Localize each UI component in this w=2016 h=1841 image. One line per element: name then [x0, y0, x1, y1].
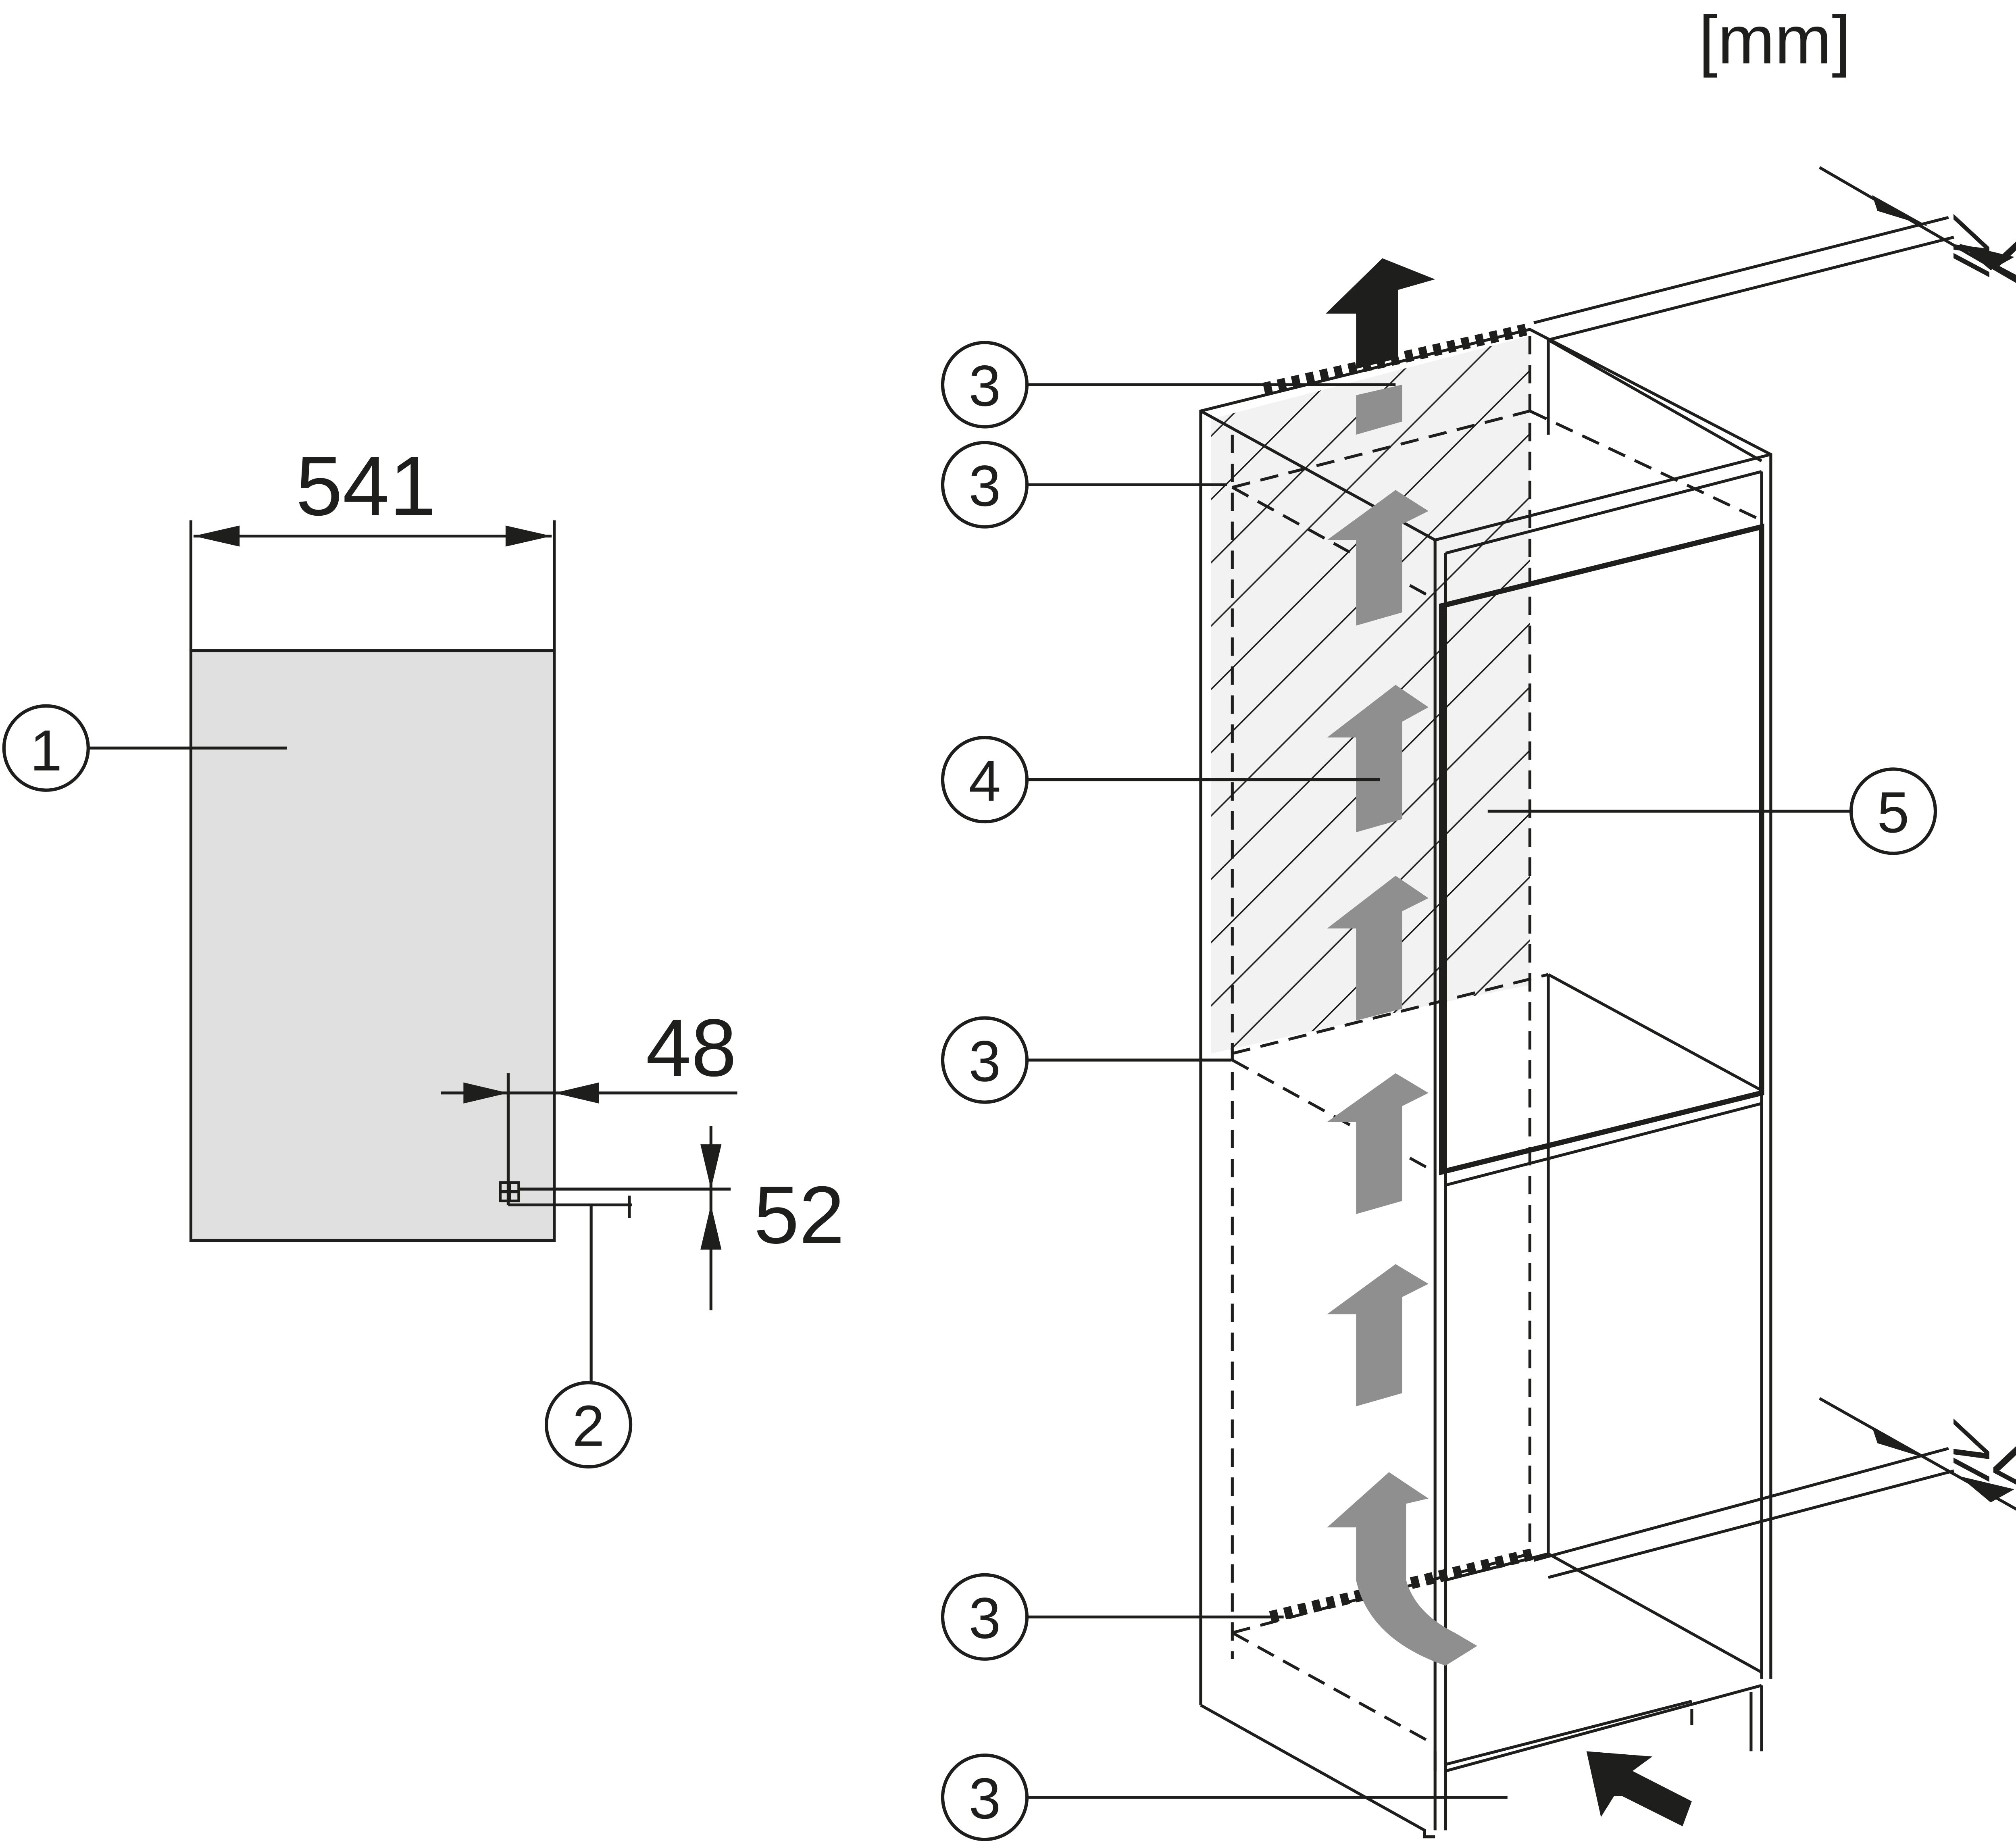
callout-3-top-outer: 3 — [941, 341, 1396, 429]
callout-4-label: 4 — [968, 749, 1001, 813]
callout-3-bottom-outer: 3 — [941, 1754, 1508, 1841]
arrow-up-icon — [1327, 1264, 1429, 1406]
callout-4: 4 — [941, 736, 1380, 824]
arrow-up-icon — [1356, 385, 1402, 435]
callout-3-bottom-inner: 3 — [941, 1573, 1284, 1661]
air-inlet-arrow-icon — [1586, 1751, 1692, 1826]
appliance-outline — [1439, 523, 1764, 1176]
callout-3-top-inner: 3 — [941, 441, 1227, 529]
callout-2 — [545, 1381, 633, 1469]
arrow-up-icon — [1327, 1073, 1429, 1214]
callout-2-label: 2 — [573, 1394, 605, 1458]
ventilation-zone — [1211, 336, 1530, 1004]
callout-3-label: 3 — [968, 1766, 1001, 1831]
furniture-panel — [189, 649, 556, 1242]
callout-5-label: 5 — [1877, 780, 1910, 845]
callout-3-label: 3 — [968, 1029, 1001, 1093]
callout-3-middle: 3 — [941, 1016, 1231, 1104]
bottom-offset-dimension: 52 — [754, 1169, 844, 1260]
arrow-up-icon — [1327, 875, 1429, 1021]
arrow-curved-up-icon — [1327, 1472, 1477, 1666]
airflow-arrows — [1327, 385, 1477, 1666]
callout-3-label: 3 — [968, 354, 1001, 418]
appliance-front-view: 541 1 48 52 2 — [2, 439, 845, 1469]
width-dimension: 541 — [296, 439, 436, 533]
bottom-clearance-label: ≥40 — [1951, 1395, 2016, 1543]
width-dimension-line — [194, 525, 552, 547]
callout-5: 5 — [1487, 767, 1937, 855]
unit-label: [mm] — [1699, 1, 1851, 78]
arrow-up-icon — [1327, 685, 1429, 833]
callout-1-label: 1 — [30, 718, 62, 783]
cabinet-isometric-view: ≥40 ≥40 ≥40 3 3 4 3 — [941, 166, 2016, 1841]
side-offset-dimension: 48 — [646, 1002, 737, 1093]
callout-3-label: 3 — [968, 454, 1001, 518]
arrow-up-icon — [1327, 490, 1429, 626]
top-clearance-label: ≥40 — [1951, 191, 2016, 338]
callout-3-label: 3 — [968, 1586, 1001, 1651]
air-outlet-arrow-icon — [1326, 258, 1435, 369]
